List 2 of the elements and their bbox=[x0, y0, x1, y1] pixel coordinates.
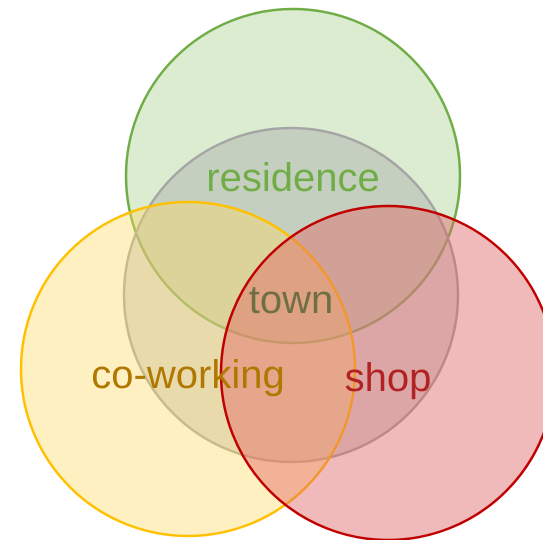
set-label: town bbox=[248, 280, 334, 320]
set-label: residence bbox=[206, 158, 380, 198]
